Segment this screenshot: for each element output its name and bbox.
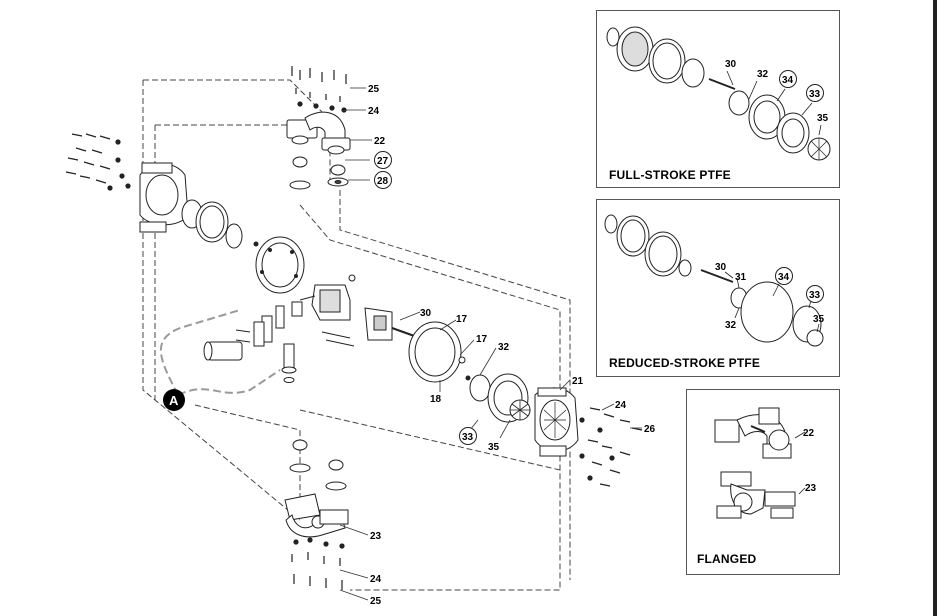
alignment-lines — [142, 79, 571, 591]
label-32: 32 — [498, 342, 510, 353]
top-manifold — [286, 111, 351, 190]
bottom-bolts — [291, 537, 345, 590]
label-25-top: 25 — [368, 84, 380, 95]
reduced-stroke-drawing: 30 31 32 34 33 35 — [604, 214, 825, 347]
flanged-label-23: 23 — [805, 483, 817, 494]
top-bolts — [291, 66, 347, 113]
circled-label-rings — [374, 151, 477, 445]
reduced-label-32: 32 — [725, 320, 737, 331]
reduced-label-31: 31 — [735, 272, 747, 283]
right-edge-border — [933, 0, 937, 616]
label-leaders — [339, 87, 642, 601]
reduced-label-30: 30 — [715, 262, 727, 273]
label-33: 33 — [462, 432, 474, 443]
label-24-right: 24 — [615, 400, 627, 411]
label-24-top: 24 — [368, 106, 380, 117]
label-23: 23 — [370, 531, 382, 542]
flanged-drawing: 22 23 — [714, 407, 817, 519]
reduced-label-33: 33 — [809, 290, 821, 301]
callout-a-marker — [163, 389, 185, 411]
reduced-label-34: 34 — [778, 272, 790, 283]
left-bolts — [65, 133, 131, 191]
reduced-stroke-title: REDUCED-STROKE PTFE — [609, 356, 761, 370]
right-diaphragm-assembly — [391, 321, 531, 423]
label-28: 28 — [377, 176, 389, 187]
center-section — [235, 274, 393, 347]
right-bolts — [579, 407, 643, 487]
label-30: 30 — [420, 308, 432, 319]
full-label-30: 30 — [725, 59, 737, 70]
callout-a-letter: A — [169, 393, 179, 408]
label-18: 18 — [430, 394, 442, 405]
flanged-label-22: 22 — [803, 428, 815, 439]
full-stroke-drawing: 30 32 34 33 35 — [606, 26, 831, 161]
full-stroke-title: FULL-STROKE PTFE — [609, 168, 731, 182]
flanged-title: FLANGED — [697, 552, 757, 566]
bottom-manifold — [284, 439, 349, 538]
label-24-bottom: 24 — [370, 574, 382, 585]
full-label-33: 33 — [809, 89, 821, 100]
inset-full-stroke: 30 32 34 33 35 FULL-STROKE PTFE — [596, 10, 840, 188]
label-25-bottom: 25 — [370, 596, 382, 607]
label-21: 21 — [572, 376, 584, 387]
label-26: 26 — [644, 424, 656, 435]
callout-a-leaders — [160, 309, 281, 396]
label-35: 35 — [488, 442, 500, 453]
inset-flanged: 22 23 FLANGED — [686, 389, 840, 575]
left-outer-chamber — [139, 162, 189, 233]
left-air-plate — [255, 236, 305, 294]
label-17a: 17 — [456, 314, 468, 325]
left-diaphragms — [181, 199, 259, 249]
inset-reduced-stroke: 30 31 32 34 33 35 REDUCED-STROKE PTFE — [596, 199, 840, 377]
label-22: 22 — [374, 136, 386, 147]
label-27: 27 — [377, 156, 389, 167]
full-label-32: 32 — [757, 69, 769, 80]
full-label-34: 34 — [782, 75, 794, 86]
muffler-assembly — [203, 341, 297, 383]
label-17b: 17 — [476, 334, 488, 345]
right-outer-chamber — [534, 387, 579, 457]
full-label-35: 35 — [817, 113, 829, 124]
reduced-label-35: 35 — [813, 314, 825, 325]
